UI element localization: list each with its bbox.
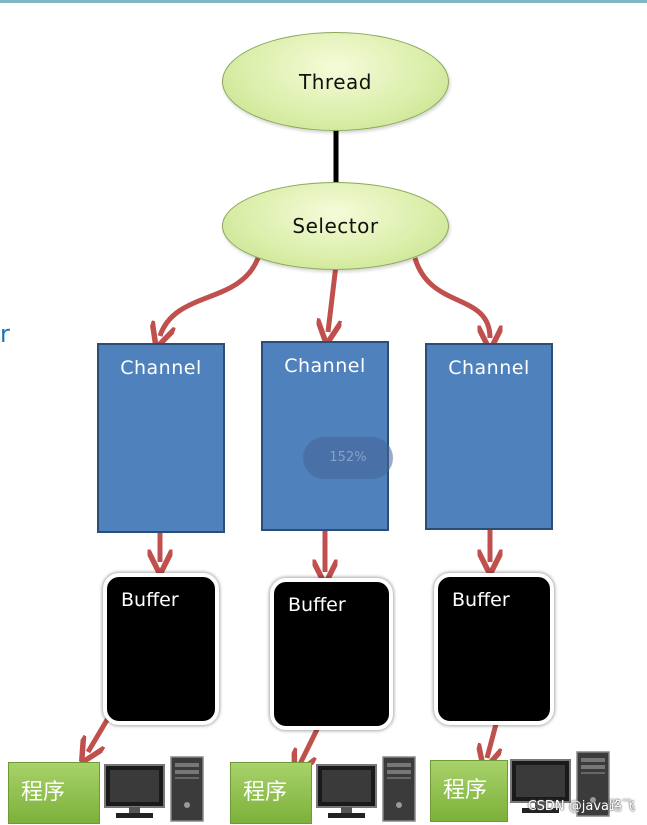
computer-monitor-icon bbox=[104, 764, 165, 818]
cropped-text-fragment: r bbox=[0, 320, 10, 348]
computer-monitor-icon bbox=[316, 764, 377, 818]
channel-label: Channel bbox=[448, 357, 530, 379]
arrow-selector-channel-2 bbox=[328, 264, 336, 332]
channel-box-1: Channel bbox=[97, 343, 225, 533]
zoom-level-badge: 152% bbox=[303, 437, 393, 479]
channel-label: Channel bbox=[120, 357, 202, 379]
buffer-box-2: Buffer bbox=[270, 578, 393, 730]
selector-node: Selector bbox=[222, 182, 449, 270]
channel-label: Channel bbox=[284, 355, 366, 377]
channel-box-3: Channel bbox=[425, 343, 553, 530]
thread-label: Thread bbox=[299, 69, 372, 94]
watermark: CSDN @java路飞 bbox=[527, 799, 635, 814]
program-label: 程序 bbox=[243, 780, 288, 805]
arrow-selector-channel-3 bbox=[412, 257, 490, 338]
program-box-1: 程序 bbox=[8, 762, 100, 824]
arrow-selector-channel-1 bbox=[160, 257, 261, 336]
buffer-label: Buffer bbox=[288, 594, 346, 616]
channel-box-2: Channel bbox=[261, 341, 389, 531]
thread-node: Thread bbox=[222, 32, 449, 131]
computer-tower-icon bbox=[576, 751, 610, 817]
top-border-line bbox=[0, 0, 647, 3]
computer-tower-icon bbox=[170, 756, 204, 822]
program-box-3: 程序 bbox=[430, 760, 508, 822]
buffer-box-3: Buffer bbox=[434, 573, 554, 725]
program-label: 程序 bbox=[21, 780, 66, 805]
selector-label: Selector bbox=[292, 214, 379, 238]
buffer-box-1: Buffer bbox=[103, 573, 219, 725]
buffer-label: Buffer bbox=[452, 589, 510, 611]
computer-tower-icon bbox=[382, 756, 416, 822]
program-label: 程序 bbox=[443, 778, 488, 803]
computer-monitor-icon bbox=[510, 759, 571, 813]
buffer-label: Buffer bbox=[121, 589, 179, 611]
program-box-2: 程序 bbox=[230, 762, 312, 824]
